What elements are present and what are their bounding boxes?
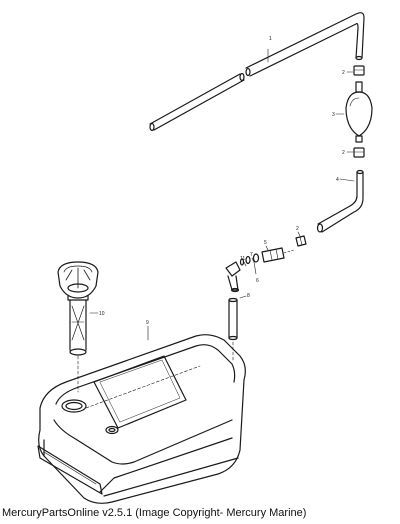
part-number-labels: 1 2 3 2 4 2 5 6 7 11 8 9 10: [99, 36, 345, 326]
fuel-connector-assembly: [239, 247, 295, 266]
part-label-3: 3: [332, 112, 335, 118]
leader-lines: [243, 231, 301, 275]
part-label-5: 5: [264, 240, 267, 246]
part-label-1: 1: [269, 36, 272, 42]
fuel-hose-upper: [149, 12, 365, 132]
copyright-caption: MercuryPartsOnline v2.5.1 (Image Copyrig…: [2, 507, 307, 519]
part-label-7: 7: [250, 252, 253, 258]
part-label-4: 4: [336, 177, 339, 183]
fuel-tank: [37, 325, 246, 504]
hose-clamp-lower: [346, 147, 365, 158]
elbow-fitting: [225, 261, 241, 293]
part-label-10: 10: [99, 311, 105, 317]
hose-clamp-upper: [346, 65, 365, 76]
part-label-2-upper: 2: [342, 70, 345, 76]
fuel-gauge-assembly: [57, 261, 99, 393]
part-label-8: 8: [247, 293, 250, 299]
primer-bulb: [335, 81, 373, 143]
part-label-6: 6: [256, 278, 259, 284]
part-label-9: 9: [146, 320, 149, 326]
part-label-2-lower: 2: [342, 150, 345, 156]
part-label-11: 11: [240, 256, 245, 262]
part-label-2-connector: 2: [296, 226, 299, 232]
fuel-hose-lower: [316, 169, 364, 233]
pickup-tube: [228, 295, 247, 363]
hose-clamp-connector: [295, 235, 307, 247]
